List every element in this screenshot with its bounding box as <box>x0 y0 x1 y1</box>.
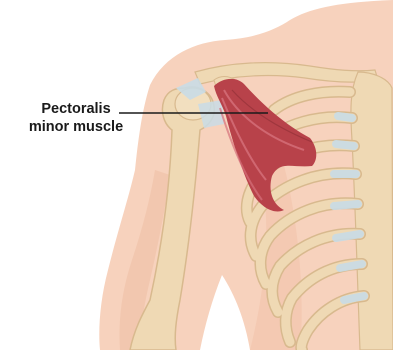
label-line-2: minor muscle <box>16 118 136 136</box>
pectoralis-minor-label: Pectoralis minor muscle <box>16 100 136 136</box>
label-line-1: Pectoralis <box>16 100 136 118</box>
